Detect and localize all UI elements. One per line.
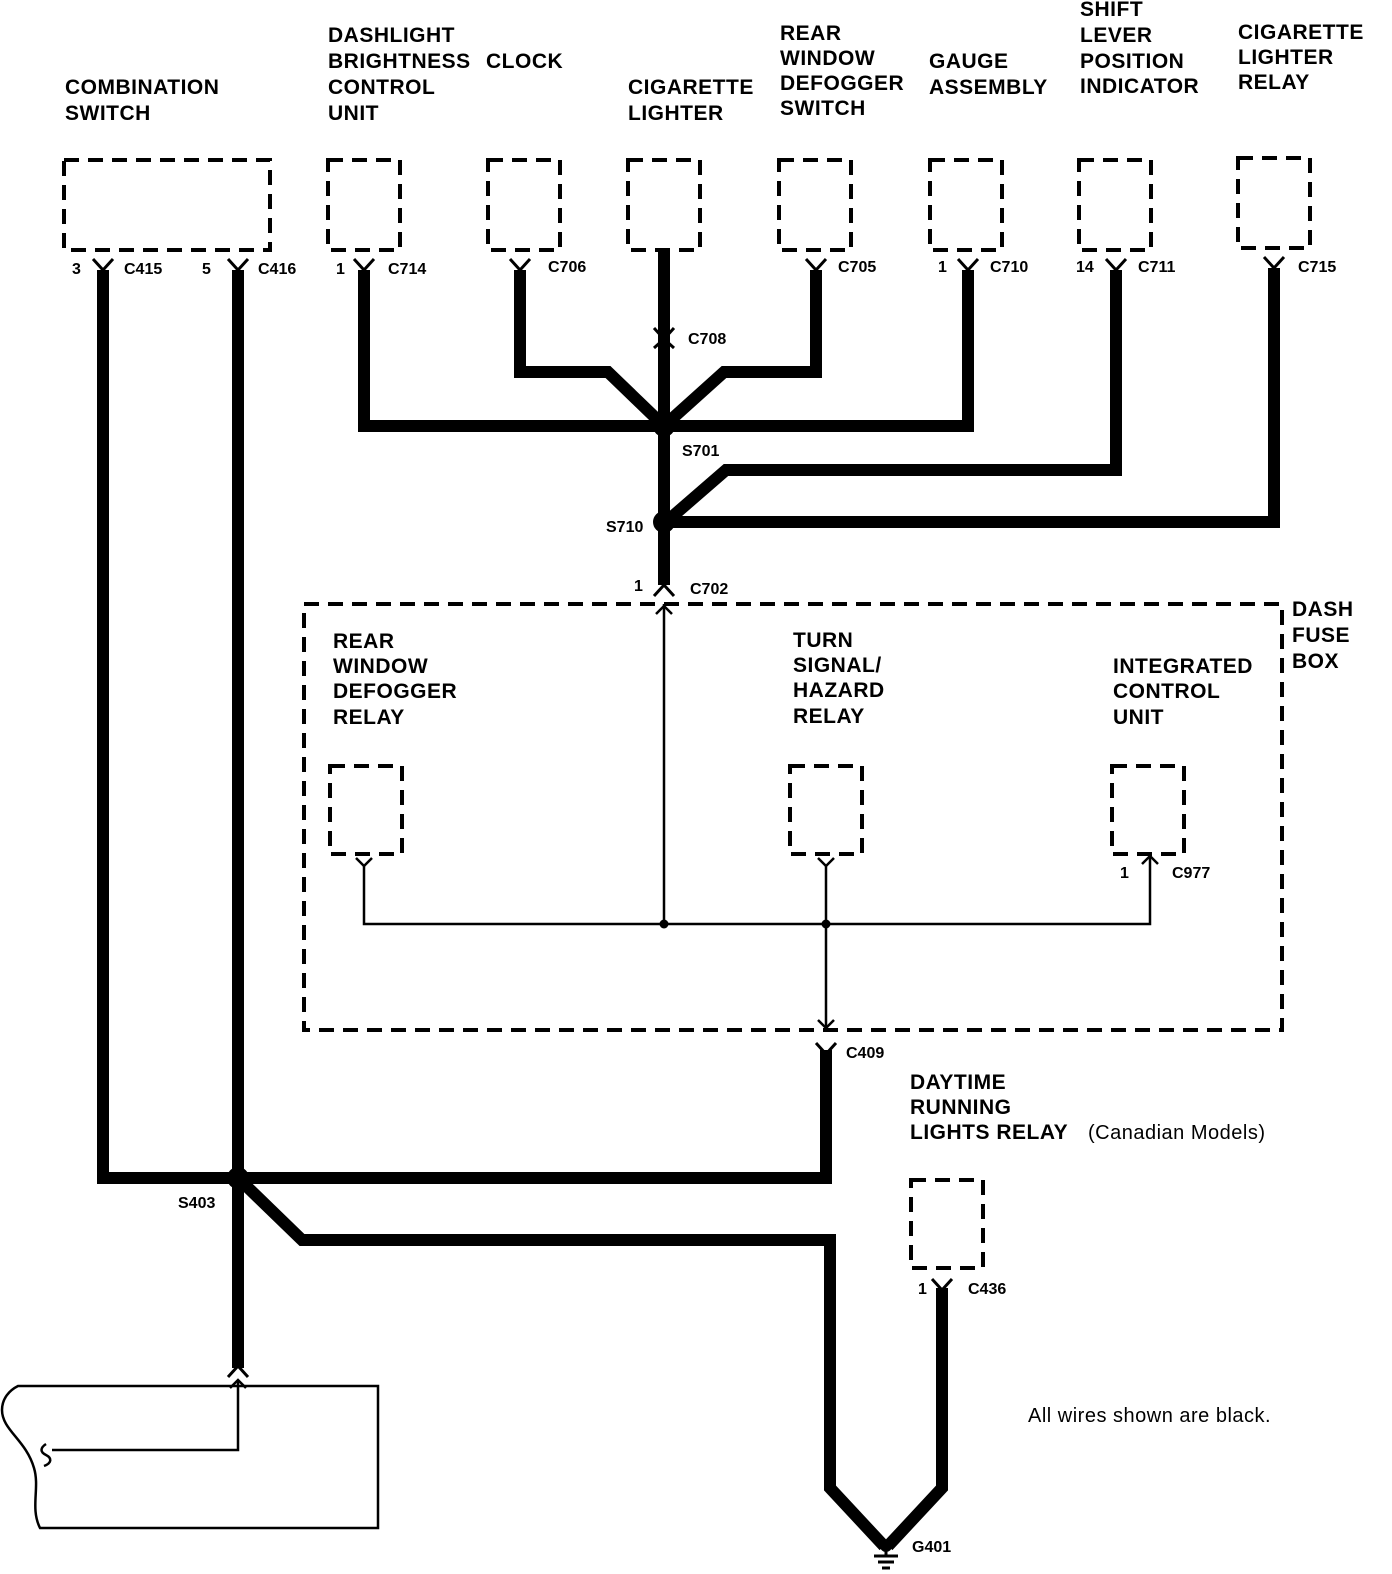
pin-c711: 14	[1076, 259, 1094, 276]
connector-c710: C710	[990, 259, 1028, 276]
lower-component-switch	[52, 1380, 240, 1452]
connector-c706: C706	[548, 259, 586, 276]
integrated-control-unit-label: INTEGRATED CONTROL UNIT	[1113, 655, 1259, 729]
splice-s710: S710	[606, 519, 643, 536]
connector-forks	[91, 255, 1286, 1379]
rear-defogger-switch-box	[777, 158, 853, 252]
connector-c409: C409	[846, 1045, 884, 1062]
pin-c702: 1	[634, 578, 643, 595]
integrated-control-unit-box	[1110, 764, 1186, 856]
splice-s701-dot	[653, 415, 675, 437]
connector-c711: C711	[1138, 259, 1175, 276]
splice-s403-dot	[227, 1167, 249, 1189]
pin-c977: 1	[1120, 865, 1129, 882]
turn-signal-relay-label: TURN SIGNAL/ HAZARD RELAY	[793, 629, 891, 728]
connector-c714: C714	[388, 261, 426, 278]
ground-g401: G401	[912, 1539, 951, 1556]
drl-relay-note: (Canadian Models)	[1088, 1122, 1265, 1144]
wire-c436-g401	[883, 1288, 948, 1551]
cigarette-lighter-label: CIGARETTE LIGHTER	[628, 76, 760, 125]
pin-c436: 1	[918, 1281, 927, 1298]
dashlight-unit-box	[326, 158, 402, 252]
connector-c977: C977	[1172, 865, 1210, 882]
ground-g401-icon	[874, 1540, 898, 1570]
wire-color-note: All wires shown are black.	[1028, 1405, 1271, 1427]
connector-c705: C705	[838, 259, 876, 276]
wire-s403-g401	[233, 1173, 889, 1551]
combination-switch-box	[62, 158, 272, 252]
connector-c416: C416	[258, 261, 296, 278]
clock-label: CLOCK	[486, 50, 563, 73]
wire-c710	[664, 270, 974, 432]
pin-c710: 1	[938, 259, 947, 276]
dash-fuse-box-label: DASH FUSE BOX	[1292, 598, 1360, 673]
connector-c436: C436	[968, 1281, 1006, 1298]
cigarette-lighter-box	[626, 158, 702, 252]
combination-switch-label: COMBINATION SWITCH	[65, 76, 226, 125]
wire-c714	[358, 270, 664, 432]
wire-c705	[659, 270, 822, 431]
connector-c702: C702	[690, 581, 728, 598]
wire-c715	[664, 268, 1280, 528]
cigarette-lighter-relay-label: CIGARETTE LIGHTER RELAY	[1238, 21, 1370, 94]
dash-fuse-box	[302, 602, 1284, 1032]
rear-defogger-relay-label: REAR WINDOW DEFOGGER RELAY	[333, 630, 464, 729]
pin-c415: 3	[72, 261, 81, 278]
shift-lever-indicator-label: SHIFT LEVER POSITION INDICATOR	[1080, 0, 1199, 98]
splice-s701: S701	[682, 443, 719, 460]
connector-c415: C415	[124, 261, 162, 278]
dashlight-unit-label: DASHLIGHT BRIGHTNESS CONTROL UNIT	[328, 24, 477, 125]
wire-c415	[97, 270, 238, 1184]
clock-box	[486, 158, 562, 252]
rear-defogger-relay-box	[328, 764, 404, 856]
pin-c714: 1	[336, 261, 345, 278]
drl-relay-label: DAYTIME RUNNING LIGHTS RELAY	[910, 1071, 1068, 1144]
ground-wires	[97, 250, 1280, 1551]
cigarette-lighter-relay-box	[1236, 156, 1312, 250]
wire-c706	[514, 270, 669, 431]
fuse-box-internal-wiring	[355, 604, 1159, 1030]
lower-component-shape	[0, 1384, 380, 1530]
pin-c416: 5	[202, 261, 211, 278]
shift-lever-indicator-box	[1077, 158, 1153, 252]
turn-signal-relay-box	[788, 764, 864, 856]
lower-component-contact	[40, 1442, 52, 1468]
drl-relay-box	[909, 1178, 985, 1270]
rear-defogger-switch-label: REAR WINDOW DEFOGGER SWITCH	[780, 22, 911, 120]
gauge-assembly-label: GAUGE ASSEMBLY	[929, 50, 1048, 99]
wire-c711	[662, 270, 1122, 527]
splice-s403: S403	[178, 1195, 215, 1212]
wire-s403-c409	[238, 1050, 832, 1184]
splice-s710-dot	[653, 511, 675, 533]
connector-c715: C715	[1298, 259, 1336, 276]
connector-c708: C708	[688, 331, 726, 348]
gauge-assembly-box	[928, 158, 1004, 252]
